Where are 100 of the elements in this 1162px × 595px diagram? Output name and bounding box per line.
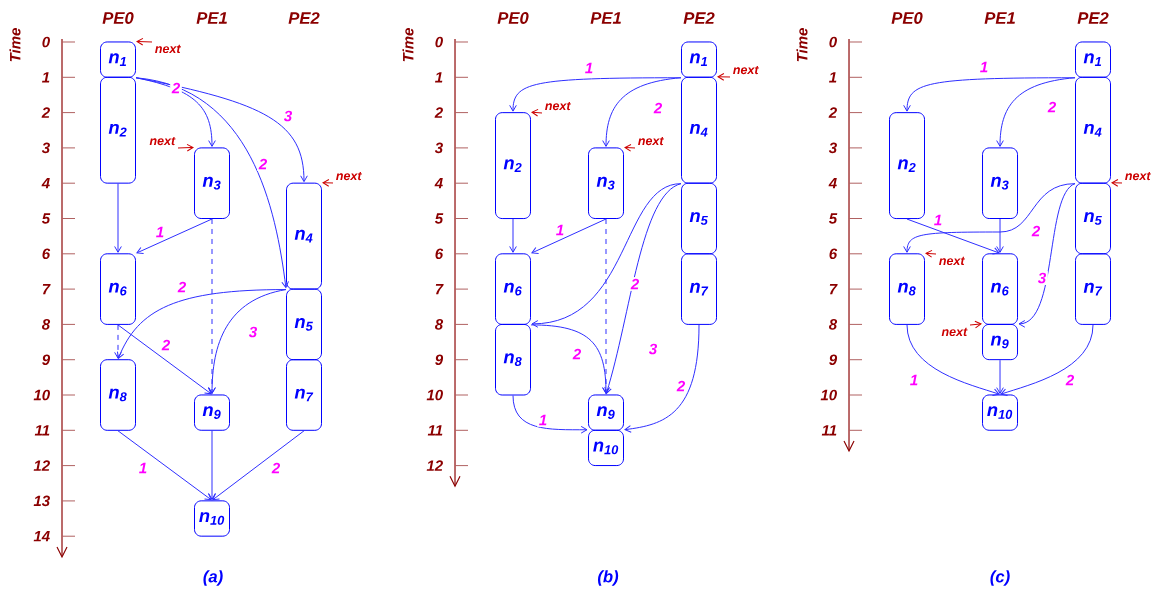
tick-label: 1 bbox=[435, 72, 443, 83]
task-box: n$_{9}$ bbox=[194, 394, 230, 431]
edge-label: 2 bbox=[1046, 100, 1058, 114]
task-box: n$_{1}$ bbox=[681, 41, 717, 78]
arrow bbox=[925, 249, 937, 258]
task-box: n$_{3}$ bbox=[194, 147, 230, 219]
panel-caption: (c) bbox=[990, 570, 1010, 586]
tick-label: 8 bbox=[435, 319, 444, 330]
arrow bbox=[530, 324, 610, 394]
task-box: n$_{1}$ bbox=[1075, 41, 1111, 78]
edge-label: 2 bbox=[176, 280, 188, 294]
tick-label: 2 bbox=[828, 107, 837, 118]
tick-label: 11 bbox=[34, 425, 50, 436]
tick-label: 11 bbox=[821, 425, 837, 436]
arrow bbox=[604, 183, 682, 394]
task-box: n$_{8}$ bbox=[495, 323, 531, 396]
task-box: n$_{2}$ bbox=[889, 112, 925, 220]
edge-label: 2 bbox=[160, 338, 172, 352]
arrow bbox=[906, 218, 1000, 255]
arrow bbox=[906, 324, 1000, 396]
arrow bbox=[1000, 324, 1094, 396]
arrow bbox=[717, 73, 731, 81]
column-header: PE1 bbox=[984, 12, 1015, 24]
edge-label: 2 bbox=[675, 379, 687, 393]
arrow bbox=[996, 359, 1004, 394]
edge-label: 2 bbox=[270, 461, 282, 475]
tick-label: 4 bbox=[434, 178, 443, 189]
task-box: n$_{4}$ bbox=[1075, 76, 1111, 184]
edge-label: 3 bbox=[647, 342, 659, 356]
tick-label: 6 bbox=[829, 248, 838, 260]
arrow bbox=[509, 218, 517, 253]
tick-label: 12 bbox=[33, 460, 50, 471]
column-header: PE2 bbox=[1077, 12, 1109, 24]
axis-title: Time bbox=[796, 28, 808, 62]
task-box: n$_{9}$ bbox=[982, 323, 1018, 361]
task-box: n$_{4}$ bbox=[681, 76, 717, 184]
tick-label: 11 bbox=[427, 425, 443, 436]
arrow bbox=[996, 77, 1076, 147]
arrow bbox=[1111, 179, 1123, 187]
edge-label: 2 bbox=[629, 277, 641, 291]
tick-label: 2 bbox=[434, 107, 443, 118]
arrow bbox=[903, 183, 1076, 253]
tick-label: 7 bbox=[435, 283, 444, 295]
tick-label: 2 bbox=[41, 107, 50, 118]
edge-label: 2 bbox=[1030, 224, 1042, 238]
tick-label: 10 bbox=[820, 389, 837, 401]
edge-label: 1 bbox=[978, 60, 990, 74]
edge-label: 1 bbox=[583, 61, 595, 75]
tick-label: 3 bbox=[828, 142, 837, 154]
tick-label: 9 bbox=[435, 354, 444, 365]
tick-label: 0 bbox=[435, 36, 443, 48]
edge-label: 1 bbox=[932, 213, 944, 227]
next-label: next bbox=[1125, 171, 1151, 181]
tick-label: 3 bbox=[41, 142, 50, 154]
tick-label: 13 bbox=[33, 495, 50, 507]
arrow bbox=[114, 183, 122, 253]
tick-label: 12 bbox=[426, 460, 443, 471]
task-box: n$_{2}$ bbox=[100, 76, 136, 184]
column-header: PE0 bbox=[497, 12, 529, 24]
edge-label: 2 bbox=[257, 157, 269, 171]
task-box: n$_{5}$ bbox=[286, 288, 322, 361]
tick-label: 6 bbox=[42, 248, 51, 260]
tick-label: 0 bbox=[42, 36, 50, 48]
column-header: PE1 bbox=[590, 12, 621, 24]
edge-label: 3 bbox=[247, 325, 259, 339]
panel-caption: (b) bbox=[597, 570, 619, 586]
edge-label: 1 bbox=[908, 373, 920, 387]
tick-label: 4 bbox=[828, 178, 837, 189]
next-label: next bbox=[545, 101, 571, 111]
arrow bbox=[117, 430, 212, 501]
arrow bbox=[322, 179, 334, 187]
edge-label: 3 bbox=[282, 109, 294, 123]
edge-label: 2 bbox=[1064, 373, 1076, 387]
tick-label: 5 bbox=[434, 213, 444, 224]
tick-label: 9 bbox=[829, 354, 838, 365]
tick-label: 0 bbox=[829, 36, 837, 48]
edge-label: 1 bbox=[154, 225, 166, 239]
task-box: n$_{5}$ bbox=[1075, 182, 1111, 255]
task-box: n$_{10}$ bbox=[194, 500, 230, 537]
edge-label: 1 bbox=[554, 223, 566, 237]
edge-label: 2 bbox=[571, 347, 583, 361]
task-box: n$_{5}$ bbox=[681, 182, 717, 255]
tick-label: 3 bbox=[434, 142, 443, 154]
next-label: next bbox=[336, 171, 362, 181]
task-box: n$_{10}$ bbox=[982, 394, 1018, 431]
column-header: PE0 bbox=[891, 12, 923, 24]
tick-label: 4 bbox=[41, 178, 50, 189]
arrow bbox=[531, 108, 543, 117]
task-box: n$_{7}$ bbox=[1075, 253, 1111, 325]
next-label: next bbox=[155, 44, 181, 54]
task-box: n$_{8}$ bbox=[889, 253, 925, 325]
next-label: next bbox=[941, 327, 968, 337]
column-header: PE0 bbox=[102, 12, 134, 24]
next-label: next bbox=[939, 256, 965, 266]
panel-caption: (a) bbox=[203, 570, 223, 586]
tick-label: 10 bbox=[426, 389, 443, 401]
tick-label: 6 bbox=[435, 248, 444, 260]
edge-label: 2 bbox=[652, 101, 664, 115]
next-label: next bbox=[733, 65, 759, 75]
axis-title: Time bbox=[402, 28, 414, 62]
